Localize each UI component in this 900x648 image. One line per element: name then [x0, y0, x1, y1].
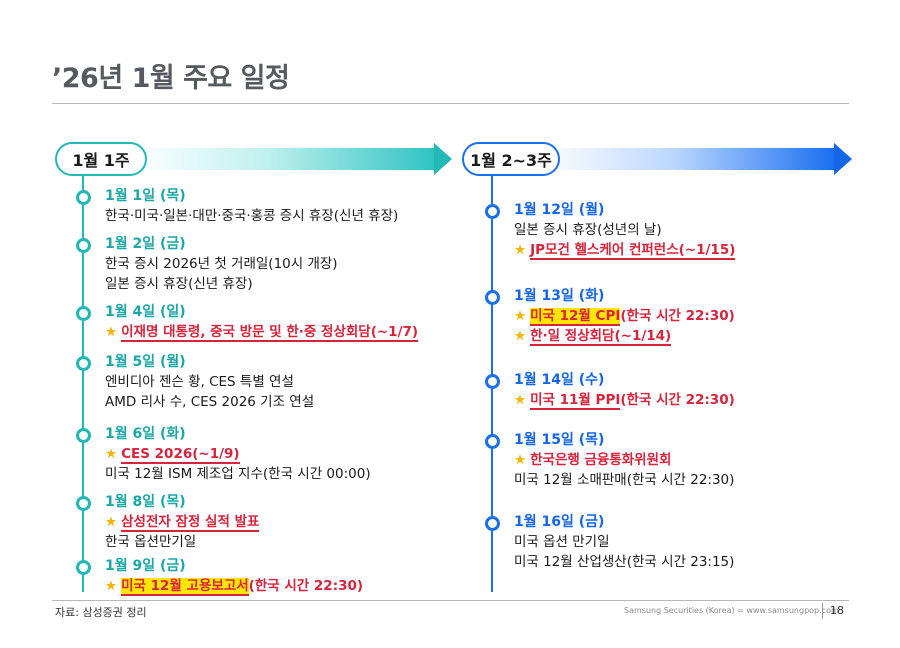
week1-entry: 1월 4일 (일) ★이재명 대통령, 중국 방문 및 한·중 정상회담(~1/… — [105, 302, 419, 342]
week1-entry: 1월 2일 (금) 한국 증시 2026년 첫 거래일(10시 개장) 일본 증… — [105, 234, 338, 294]
highlight-event: 미국 12월 CPI — [530, 308, 621, 326]
page-title: ’26년 1월 주요 일정 — [52, 63, 290, 94]
highlight-event: 삼성전자 잠정 실적 발표 — [121, 514, 260, 532]
timeline-dot-icon — [76, 496, 91, 511]
entry-line: 미국 12월 산업생산(한국 시간 23:15) — [514, 554, 735, 570]
week2-entry: 1월 14일 (수) ★미국 11월 PPI(한국 시간 22:30) — [514, 370, 735, 410]
week2-entry: 1월 13일 (화) ★미국 12월 CPI(한국 시간 22:30) ★한·일… — [514, 286, 735, 346]
entry-date: 1월 12일 (월) — [514, 202, 605, 218]
entry-date: 1월 16일 (금) — [514, 514, 605, 530]
timeline-dot-icon — [485, 204, 500, 219]
week2-label: 1월 2~3주 — [470, 151, 552, 170]
week1-label: 1월 1주 — [72, 151, 130, 170]
star-icon: ★ — [105, 514, 118, 530]
week2-pill: 1월 2~3주 — [462, 142, 560, 176]
entry-date: 1월 13일 (화) — [514, 288, 605, 304]
week1-entry: 1월 8일 (목) ★삼성전자 잠정 실적 발표 한국 옵션만기일 — [105, 492, 260, 552]
star-icon: ★ — [514, 328, 527, 344]
star-icon: ★ — [514, 452, 527, 468]
entry-line: 엔비디아 젠슨 황, CES 특별 연설 — [105, 374, 294, 390]
week1-arrow-head-icon — [434, 143, 452, 175]
timeline-dot-icon — [76, 428, 91, 443]
highlight-event: 한·일 정상회담(~1/14) — [530, 328, 672, 346]
entry-line: 일본 증시 휴장(성년의 날) — [514, 222, 662, 238]
timeline-dot-icon — [485, 290, 500, 305]
star-icon: ★ — [105, 446, 118, 462]
star-icon: ★ — [105, 578, 118, 594]
page-number-divider — [822, 603, 823, 619]
entry-date: 1월 15일 (목) — [514, 432, 605, 448]
week1-pill: 1월 1주 — [55, 142, 147, 176]
highlight-event: 미국 11월 PPI — [530, 392, 621, 410]
star-icon: ★ — [514, 392, 527, 408]
footer-credit: Samsung Securities (Korea) = www.samsung… — [624, 606, 839, 615]
source-note: 자료: 삼성증권 정리 — [55, 606, 147, 619]
entry-line: 미국 12월 ISM 제조업 지수(한국 시간 00:00) — [105, 466, 371, 482]
entry-line: 미국 옵션 만기일 — [514, 534, 610, 550]
star-icon: ★ — [105, 324, 118, 340]
highlight-suffix: (한국 시간 22:30) — [620, 308, 735, 324]
week1-arrow-band — [130, 148, 435, 170]
entry-line: 한국 옵션만기일 — [105, 534, 197, 550]
week1-timeline — [82, 176, 84, 592]
entry-date: 1월 14일 (수) — [514, 372, 605, 388]
week1-entry: 1월 9일 (금) ★미국 12월 고용보고서(한국 시간 22:30) — [105, 556, 363, 596]
entry-date: 1월 1일 (목) — [105, 188, 186, 204]
highlight-event: JP모건 헬스케어 컨퍼런스(~1/15) — [530, 242, 736, 260]
timeline-dot-icon — [76, 356, 91, 371]
entry-line: 한국 증시 2026년 첫 거래일(10시 개장) — [105, 256, 338, 272]
week1-entry: 1월 1일 (목) 한국·미국·일본·대만·중국·홍콩 증시 휴장(신년 휴장) — [105, 186, 398, 226]
entry-date: 1월 2일 (금) — [105, 236, 186, 252]
entry-date: 1월 6일 (화) — [105, 426, 186, 442]
timeline-dot-icon — [485, 434, 500, 449]
highlight-event: 한국은행 금융통화위원회 — [530, 452, 672, 468]
timeline-dot-icon — [76, 560, 91, 575]
entry-line: 일본 증시 휴장(신년 휴장) — [105, 276, 253, 292]
highlight-event: 미국 12월 고용보고서 — [121, 578, 249, 596]
page-number: 18 — [830, 604, 844, 617]
week1-entry: 1월 5일 (월) 엔비디아 젠슨 황, CES 특별 연설 AMD 리사 수,… — [105, 352, 314, 412]
entry-line: AMD 리사 수, CES 2026 기조 연설 — [105, 394, 315, 410]
week2-arrow-head-icon — [834, 143, 852, 175]
timeline-dot-icon — [76, 306, 91, 321]
week1-entry: 1월 6일 (화) ★CES 2026(~1/9) 미국 12월 ISM 제조업… — [105, 424, 371, 484]
week2-arrow-band — [540, 148, 835, 170]
week2-entry: 1월 15일 (목) ★한국은행 금융통화위원회 미국 12월 소매판매(한국 … — [514, 430, 734, 490]
timeline-dot-icon — [485, 374, 500, 389]
entry-line: 한국·미국·일본·대만·중국·홍콩 증시 휴장(신년 휴장) — [105, 208, 399, 224]
footer-divider — [52, 600, 849, 601]
entry-date: 1월 8일 (목) — [105, 494, 186, 510]
entry-line: 미국 12월 소매판매(한국 시간 22:30) — [514, 472, 735, 488]
highlight-event: 이재명 대통령, 중국 방문 및 한·중 정상회담(~1/7) — [121, 324, 419, 342]
highlight-suffix: (한국 시간 22:30) — [620, 392, 735, 408]
highlight-event: CES 2026(~1/9) — [121, 446, 240, 464]
star-icon: ★ — [514, 242, 527, 258]
entry-date: 1월 5일 (월) — [105, 354, 186, 370]
title-divider — [52, 103, 849, 104]
timeline-dot-icon — [76, 190, 91, 205]
timeline-dot-icon — [485, 516, 500, 531]
entry-date: 1월 9일 (금) — [105, 558, 186, 574]
highlight-suffix: (한국 시간 22:30) — [248, 578, 364, 594]
star-icon: ★ — [514, 308, 527, 324]
week2-entry: 1월 16일 (금) 미국 옵션 만기일 미국 12월 산업생산(한국 시간 2… — [514, 512, 734, 572]
timeline-dot-icon — [76, 238, 91, 253]
entry-date: 1월 4일 (일) — [105, 304, 186, 320]
week2-entry: 1월 12일 (월) 일본 증시 휴장(성년의 날) ★JP모건 헬스케어 컨퍼… — [514, 200, 736, 260]
